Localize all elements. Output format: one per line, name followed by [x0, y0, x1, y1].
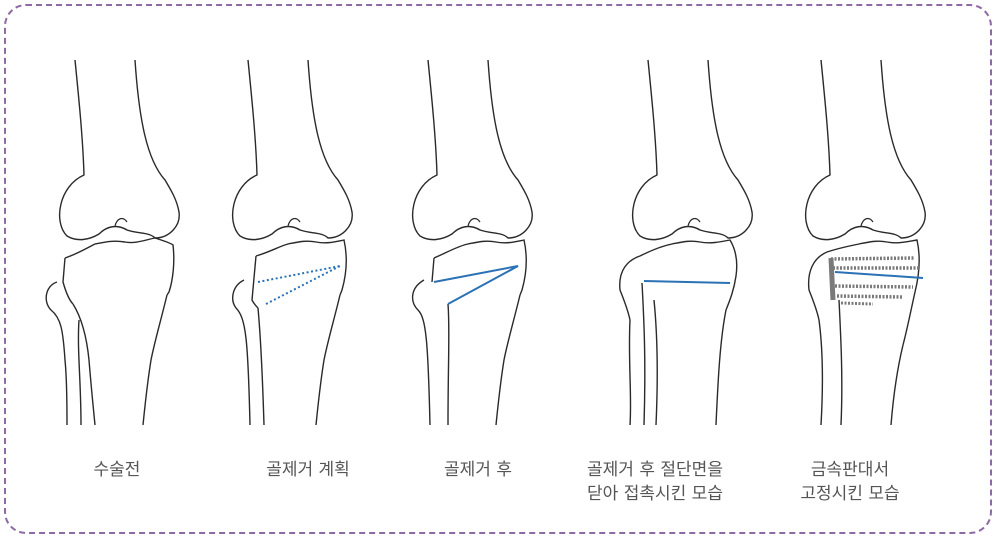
caption-line: 금속판대서 [760, 458, 940, 482]
wedge-cut-lines [434, 266, 518, 304]
planned-cut-lower [266, 266, 340, 304]
caption-plate-fixation: 금속판대서 고정시킨 모습 [760, 458, 940, 506]
knee-panel-resection-plan [233, 60, 353, 425]
caption-line: 고정시킨 모습 [760, 482, 940, 506]
caption-line: 닫아 접촉시킨 모습 [565, 482, 745, 506]
caption-pre-op: 수술전 [27, 458, 207, 482]
caption-after-resection: 골제거 후 [388, 458, 568, 482]
knee-panel-plate-fixation [806, 60, 926, 425]
caption-line: 골제거 후 절단면을 [565, 458, 745, 482]
closed-cut-line [644, 281, 730, 283]
metal-plate-implant [831, 258, 919, 304]
knee-panel-pre-op [46, 60, 179, 425]
caption-resection-plan: 골제거 계획 [218, 458, 398, 482]
caption-line: 골제거 후 [388, 458, 568, 482]
planned-cut-upper [258, 266, 340, 282]
closed-cut-line [835, 272, 923, 278]
caption-line: 수술전 [27, 458, 207, 482]
caption-line: 골제거 계획 [218, 458, 398, 482]
knee-panel-closed-wedge [620, 60, 752, 425]
knee-panel-after-resection [413, 60, 533, 425]
caption-closed-wedge: 골제거 후 절단면을 닫아 접촉시킨 모습 [565, 458, 745, 506]
